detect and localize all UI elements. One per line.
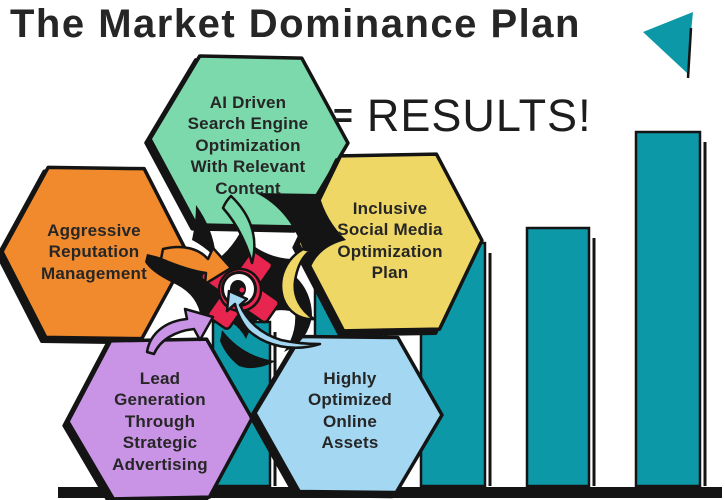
growth-bar xyxy=(634,130,702,488)
growth-bar-chart xyxy=(211,130,707,488)
growth-bar xyxy=(525,226,591,488)
hexagon-assets xyxy=(248,334,445,499)
assets-arrow-icon xyxy=(225,289,322,349)
arrow-shadows xyxy=(145,193,346,369)
leads-arrow-icon xyxy=(145,307,215,356)
seo-arrow-icon xyxy=(221,194,256,265)
reputation-arrow-icon xyxy=(159,245,233,286)
play-triangle-icon xyxy=(643,12,693,79)
social-arrow-icon xyxy=(279,247,316,321)
